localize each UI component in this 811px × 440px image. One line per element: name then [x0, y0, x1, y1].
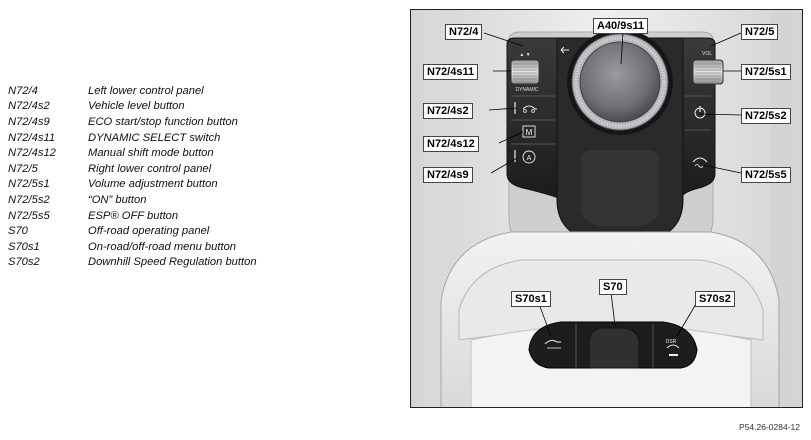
- eco-letter: A: [527, 155, 532, 162]
- callout-s70: S70: [599, 279, 627, 295]
- legend-code: N72/4s11: [8, 131, 56, 144]
- legend-row: N72/4s2 Vehicle level button: [8, 99, 257, 115]
- legend-code: S70: [8, 225, 28, 238]
- legend-row: S70 Off-road operating panel: [8, 223, 257, 239]
- legend-desc: Left lower control panel: [88, 84, 204, 97]
- callout-n72-5: N72/5: [741, 24, 779, 40]
- legend-code: N72/5: [8, 162, 38, 175]
- figure-reference: P54.26-0284-12: [739, 422, 800, 432]
- vehicle-level-icon: [522, 105, 537, 110]
- legend-row: N72/4s11 DYNAMIC SELECT switch: [8, 130, 257, 146]
- callout-n72-4: N72/4: [445, 24, 483, 40]
- legend-code: N72/4s12: [8, 147, 56, 160]
- legend-desc: On-road/off-road menu button: [88, 240, 237, 253]
- controller-knob: [579, 41, 661, 123]
- legend-row: N72/4 Left lower control panel: [8, 83, 257, 99]
- back-icon: [560, 46, 569, 54]
- eco-start-stop-icon: [522, 150, 536, 164]
- legend-desc: “ON” button: [88, 193, 147, 206]
- legend-code: N72/5s5: [8, 209, 50, 222]
- callout-n72-5s2: N72/5s2: [741, 108, 791, 124]
- callout-n72-4s12: N72/4s12: [423, 136, 479, 152]
- callout-a40-9s11: A40/9s11: [593, 18, 649, 34]
- callout-s70s2: S70s2: [695, 291, 735, 307]
- dsr-label: DSR: [666, 339, 677, 345]
- legend-desc: Downhill Speed Regulation button: [88, 256, 257, 269]
- esp-off-icon: [692, 157, 708, 163]
- legend-desc: ESP® OFF button: [88, 209, 179, 222]
- svg-text:▲ ▼: ▲ ▼: [519, 52, 530, 58]
- legend-desc: Right lower control panel: [88, 162, 212, 175]
- manual-mode-icon: [522, 125, 536, 138]
- legend-row: S70s2 Downhill Speed Regulation button: [8, 255, 257, 271]
- legend-code: S70s1: [8, 240, 40, 253]
- callout-n72-4s11: N72/4s11: [423, 64, 479, 80]
- callout-s70s1: S70s1: [511, 291, 551, 307]
- callout-n72-5s1: N72/5s1: [741, 64, 791, 80]
- legend-code: N72/5s2: [8, 193, 50, 206]
- console-figure: ▲ ▼ DYNAMIC VOL M A ★: [410, 9, 803, 408]
- volume-roller: [692, 59, 724, 85]
- legend-row: N72/4s12 Manual shift mode button: [8, 145, 257, 161]
- legend-desc: ECO start/stop function button: [88, 115, 238, 128]
- legend-row: N72/5s1 Volume adjustment button: [8, 177, 257, 193]
- on-off-road-icon: [544, 339, 561, 345]
- callout-n72-4s9: N72/4s9: [423, 167, 473, 183]
- callout-n72-4s2: N72/4s2: [423, 103, 473, 119]
- manual-mode-letter: M: [526, 128, 533, 137]
- legend-desc: Volume adjustment button: [88, 178, 218, 191]
- legend-code: N72/5s1: [8, 178, 50, 191]
- legend-code: N72/4s9: [8, 115, 50, 128]
- callout-n72-5s5: N72/5s5: [741, 167, 791, 183]
- legend-desc: DYNAMIC SELECT switch: [88, 131, 221, 144]
- dynamic-label: DYNAMIC: [515, 87, 538, 93]
- dynamic-select-roller: [510, 59, 540, 85]
- vol-label: VOL: [702, 51, 712, 57]
- legend-list: N72/4 Left lower control panel N72/4s2 Veh…: [8, 83, 257, 270]
- legend-row: N72/5 Right lower control panel: [8, 161, 257, 177]
- legend-row: S70s1 On-road/off-road menu button: [8, 239, 257, 255]
- downhill-speed-icon: [666, 344, 680, 349]
- legend-desc: Manual shift mode button: [88, 147, 214, 160]
- legend-row: N72/4s9 ECO start/stop function button: [8, 114, 257, 130]
- legend-desc: Off-road operating panel: [88, 225, 210, 238]
- legend-row: N72/5s2 “ON” button: [8, 192, 257, 208]
- legend-code: N72/4: [8, 84, 38, 97]
- legend-code: S70s2: [8, 256, 40, 269]
- legend-code: N72/4s2: [8, 100, 50, 113]
- legend-desc: Vehicle level button: [88, 100, 185, 113]
- legend-row: N72/5s5 ESP® OFF button: [8, 208, 257, 224]
